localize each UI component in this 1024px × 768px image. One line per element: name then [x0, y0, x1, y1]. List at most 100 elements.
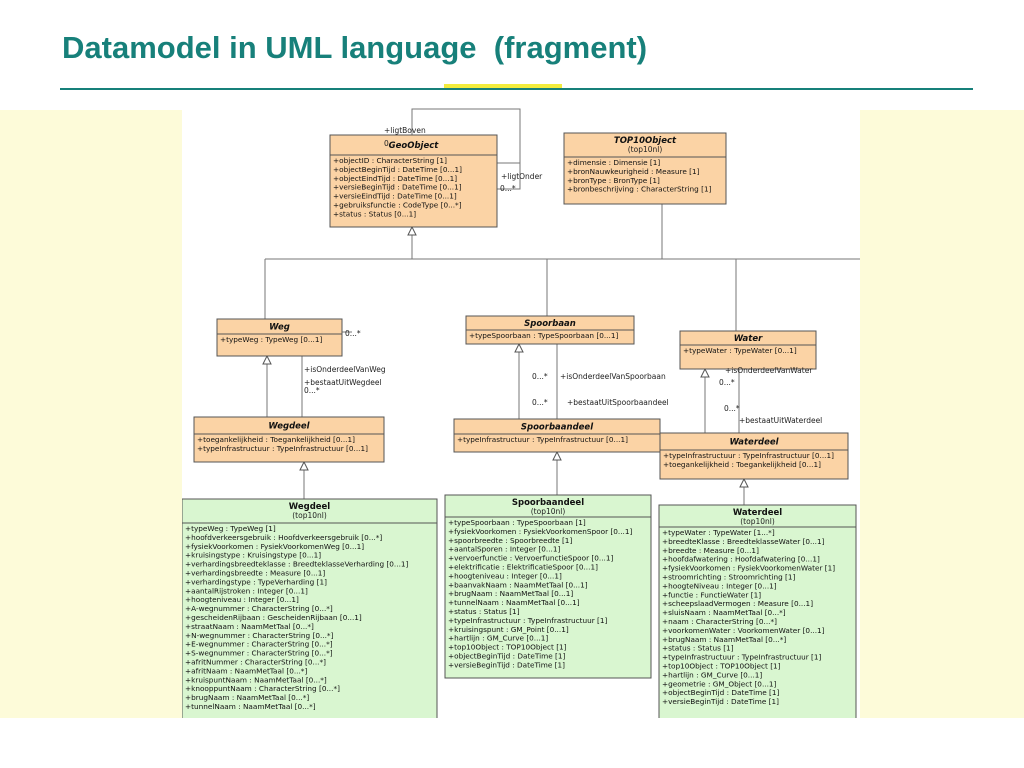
class-attribute: +typeWeg : TypeWeg [0...1]	[220, 335, 322, 344]
class-attribute: +typeSpoorbaan : TypeSpoorbaan [1]	[448, 518, 586, 527]
class-attribute: +typeInfrastructuur : TypeInfrastructuur…	[662, 653, 822, 662]
class-attribute: +hoofdverkeersgebruik : Hoofdverkeersgeb…	[185, 533, 382, 542]
class-name: Wegdeel	[268, 422, 310, 432]
class-attribute: +fysiekVoorkomen : FysiekVoorkomenWater …	[662, 564, 835, 573]
label-multi-spoor-1: 0...*	[532, 372, 548, 381]
class-attribute: +status : Status [1]	[662, 644, 734, 653]
class-name: Waterdeel	[729, 438, 779, 448]
label-ligtboven: +ligtBoven	[384, 126, 426, 135]
class-name: GeoObject	[389, 141, 440, 151]
class-package: (top10nl)	[531, 507, 566, 516]
class-attribute: +objectID : CharacterString [1]	[333, 156, 447, 165]
class-attribute: +objectBeginTijd : DateTime [0...1]	[333, 165, 462, 174]
label-multi-wegdeel: 0...*	[304, 386, 320, 395]
label-zero: 0	[384, 139, 389, 148]
class-attribute: +dimensie : Dimensie [1]	[567, 158, 660, 167]
class-attribute: +status : Status [1]	[448, 607, 520, 616]
class-attribute: +stroomrichting : Stroomrichting [1]	[662, 573, 796, 582]
class-attribute: +typeInfrastructuur : TypeInfrastructuur…	[197, 444, 368, 453]
class-attribute: +objectBeginTijd : DateTime [1]	[448, 652, 566, 661]
class-attribute: +objectBeginTijd : DateTime [1]	[662, 688, 780, 697]
label-isonderdeelvanwater: +isOnderdeelVanWater	[725, 366, 813, 375]
class-attribute: +functie : FunctieWater [1]	[662, 590, 761, 599]
class-name: Spoorbaandeel	[512, 498, 584, 508]
class-attribute: +gescheidenRijbaan : GescheidenRijbaan […	[185, 613, 362, 622]
label-multi-geo: 0...*	[500, 184, 516, 193]
label-multi-water-1: 0...*	[719, 378, 735, 387]
label-multi-spoor-2: 0...*	[532, 398, 548, 407]
class-attribute: +sluisNaam : NaamMetTaal [0...*]	[662, 608, 786, 617]
class-attribute: +straatNaam : NaamMetTaal [0...*]	[185, 622, 314, 631]
class-attribute: +S-wegnummer : CharacterString [0...*]	[185, 649, 333, 658]
uml-class-wegdeel: Wegdeel(top10nl)+typeWeg : TypeWeg [1]+h…	[182, 498, 438, 718]
class-attribute: +typeInfrastructuur : TypeInfrastructuur…	[457, 435, 628, 444]
class-attribute: +fysiekVoorkomen : FysiekVoorkomenWeg [0…	[185, 542, 364, 551]
class-attribute: +kruisingspunt : GM_Point [0...1]	[448, 625, 569, 634]
uml-class-waterdeel-abs: Waterdeel +typeInfrastructuur : TypeInfra…	[659, 432, 849, 480]
label-ligtonder: +ligtOnder	[501, 172, 543, 181]
class-attribute: +typeWater : TypeWater [1...*]	[662, 528, 775, 537]
class-attribute: +A-wegnummer : CharacterString [0...*]	[185, 604, 333, 613]
class-attribute: +hoogteniveau : Integer [0...1]	[448, 571, 562, 580]
class-attribute: +status : Status [0...1]	[333, 209, 416, 218]
class-attribute: +typeInfrastructuur : TypeInfrastructuur…	[663, 451, 834, 460]
uml-class-water: Water +typeWater : TypeWater [0...1]	[679, 330, 817, 370]
class-attribute: +voorkomenWater : VoorkomenWater [0...1]	[662, 626, 825, 635]
class-attribute: +kruisingstype : Kruisingstype [0...1]	[185, 551, 321, 560]
generalization-arrowheads	[262, 225, 749, 488]
class-name: TOP10Object	[614, 136, 677, 146]
class-attribute: +bronNauwkeurigheid : Measure [1]	[567, 167, 700, 176]
label-bestaatuitwegdeel: +bestaatUitWegdeel	[304, 378, 382, 387]
class-attribute: +versieEindTijd : DateTime [0...1]	[333, 192, 457, 201]
class-attribute: +E-wegnummer : CharacterString [0...*]	[185, 640, 333, 649]
class-attribute: +verhardingsbreedteklasse : Breedteklass…	[185, 560, 409, 569]
class-attribute: +hartlijn : GM_Curve [0...1]	[662, 670, 762, 679]
class-package: (top10nl)	[628, 145, 663, 154]
class-attribute: +breedte : Measure [0...1]	[662, 546, 759, 555]
class-name: Waterdeel	[733, 508, 782, 518]
class-attribute: +aantalSporen : Integer [0...1]	[448, 545, 560, 554]
class-attribute: +naam : CharacterString [0...*]	[662, 617, 777, 626]
title-accent-bar	[444, 84, 562, 88]
class-attribute: +hoofdafwatering : Hoofdafwatering [0...…	[662, 555, 820, 564]
uml-class-top10object: TOP10Object(top10nl) +dimensie : Dimensie…	[563, 132, 727, 205]
class-name: Spoorbaan	[524, 319, 576, 329]
uml-class-weg: Weg +typeWeg : TypeWeg [0...1]	[216, 318, 343, 357]
uml-class-waterdeel: Waterdeel(top10nl)+typeWater : TypeWater…	[658, 504, 857, 718]
class-attribute: +elektrificatie : ElektrificatieSpoor [0…	[448, 563, 598, 572]
class-attribute: +bronType : BronType [1]	[567, 176, 660, 185]
uml-class-spoorbaandeel: Spoorbaandeel(top10nl) +typeSpoorbaan : T…	[444, 494, 652, 679]
class-name: Water	[734, 334, 763, 344]
class-attribute: +objectEindTijd : DateTime [0...1]	[333, 174, 457, 183]
class-attribute: +hoogteNiveau : Integer [0...1]	[662, 581, 777, 590]
class-attribute: +versieBeginTijd : DateTime [1]	[662, 697, 779, 706]
class-attribute: +hartlijn : GM_Curve [0...1]	[448, 634, 548, 643]
class-attribute: +N-wegnummer : CharacterString [0...*]	[185, 631, 334, 640]
class-name: Wegdeel	[289, 502, 331, 512]
class-attribute: +aantalRijstroken : Integer [0...1]	[185, 586, 308, 595]
page-title: Datamodel in UML language (fragment)	[62, 30, 648, 65]
uml-class-geoobject: GeoObject +objectID : CharacterString [1]…	[329, 134, 498, 228]
class-attribute: +breedteKlasse : BreedteklasseWater [0..…	[662, 537, 825, 546]
class-name: Weg	[269, 323, 290, 333]
class-attribute: +spoorbreedte : Spoorbreedte [1]	[448, 536, 572, 545]
class-attribute: +afritNummer : CharacterString [0...*]	[185, 658, 326, 667]
uml-class-wegdeel-abs: Wegdeel+toegankelijkheid : Toegankelijkh…	[193, 416, 385, 463]
label-multi-weg: 0...*	[345, 329, 361, 338]
class-name: Spoorbaandeel	[521, 423, 594, 433]
label-isonderdeelvanspoorbaan: +isOnderdeelVanSpoorbaan	[560, 372, 666, 381]
class-attribute: +scheepslaadVermogen : Measure [0...1]	[662, 599, 813, 608]
class-attribute: +knooppuntNaam : CharacterString [0...*]	[185, 684, 340, 693]
class-attribute: +verhardingstype : TypeVerharding [1]	[185, 577, 327, 586]
class-attribute: +versieBeginTijd : DateTime [0...1]	[333, 183, 462, 192]
class-attribute: +typeInfrastructuur : TypeInfrastructuur…	[448, 616, 608, 625]
uml-class-spoorbaan: Spoorbaan +typeSpoorbaan : TypeSpoorbaan …	[465, 315, 635, 345]
class-attribute: +hoogteniveau : Integer [0...1]	[185, 595, 299, 604]
class-attribute: +tunnelNaam : NaamMetTaal [0...1]	[448, 598, 580, 607]
uml-diagram: GeoObject +objectID : CharacterString [1]…	[182, 107, 860, 718]
class-attribute: +brugNaam : NaamMetTaal [0...*]	[185, 693, 309, 702]
class-attribute: +tunnelNaam : NaamMetTaal [0...*]	[185, 702, 316, 711]
class-attribute: +typeSpoorbaan : TypeSpoorbaan [0...1]	[469, 331, 618, 340]
class-attribute: +vervoerfunctie : VervoerfunctieSpoor [0…	[448, 554, 613, 563]
class-attribute: +typeWater : TypeWater [0...1]	[683, 346, 797, 355]
